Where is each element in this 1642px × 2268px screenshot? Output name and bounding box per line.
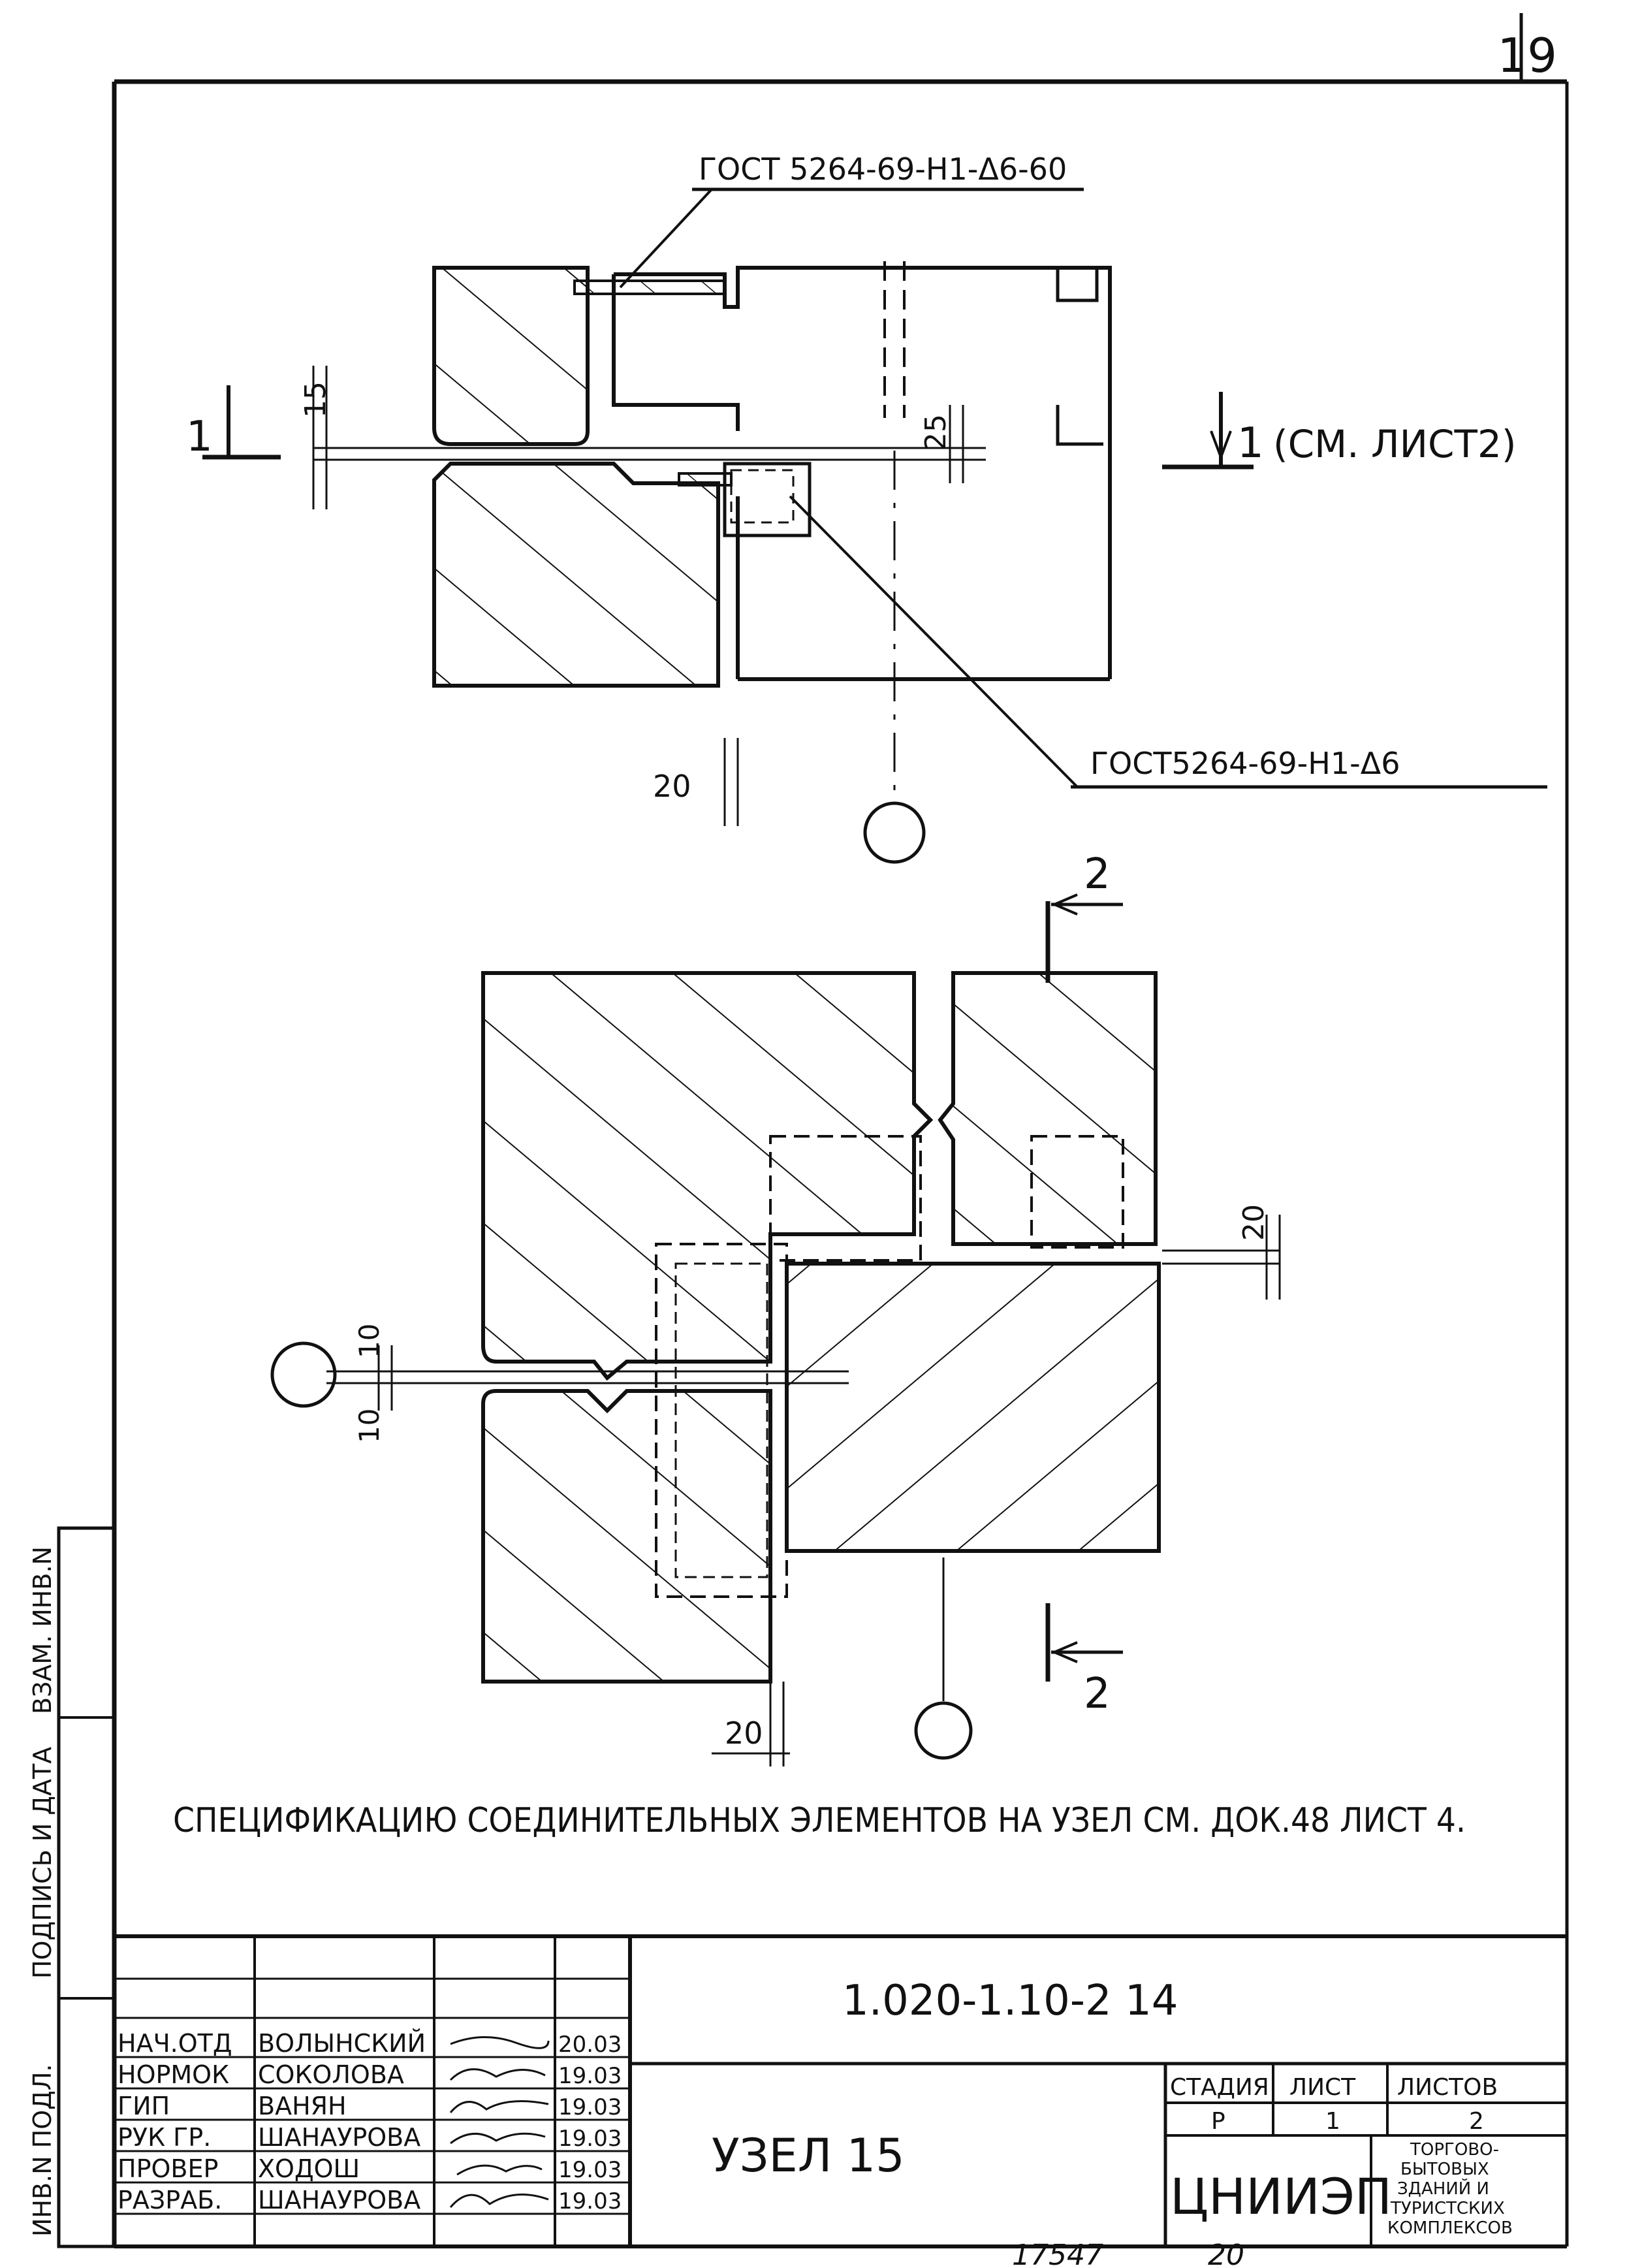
stage-header: СТАДИЯ xyxy=(1170,2074,1269,2101)
section-mark-1-right xyxy=(1162,392,1254,470)
side-stamp-inv: ИНВ.N ПОДЛ. xyxy=(28,2064,57,2237)
footer-format: 20 xyxy=(1208,2239,1244,2268)
dim-section-left-upper-label: 10 xyxy=(353,1324,385,1358)
row-role: РУК ГР. xyxy=(118,2123,211,2152)
dim-plan-slot xyxy=(949,405,964,483)
row-role: НОРМОК xyxy=(118,2060,229,2089)
title-block xyxy=(114,1934,1567,2246)
row-role: РАЗРАБ. xyxy=(118,2186,222,2214)
side-stamp-replace: ВЗАМ. ИНВ.N xyxy=(28,1546,57,1714)
dim-section-right-gap xyxy=(1265,1215,1281,1300)
row-role: ГИП xyxy=(118,2092,170,2120)
dim-section-bottom-label: 20 xyxy=(725,1716,763,1751)
dim-plan-gap xyxy=(312,366,328,509)
dim-section-bottom xyxy=(712,1682,790,1766)
section-mark-2-top-label: 2 xyxy=(1084,850,1111,899)
org-subtitle-3: ЗДАНИЙ И xyxy=(1397,2178,1489,2199)
org-subtitle-1: ТОРГОВО- xyxy=(1410,2140,1499,2160)
row-name: СОКОЛОВА xyxy=(258,2060,404,2089)
dim-section-left xyxy=(377,1345,393,1411)
row-name: ШАНАУРОВА xyxy=(258,2186,420,2214)
signature xyxy=(449,2068,546,2081)
sheet-header: ЛИСТ xyxy=(1289,2074,1356,2101)
row-role: НАЧ.ОТД xyxy=(118,2029,232,2058)
sheets-header: ЛИСТОВ xyxy=(1397,2074,1498,2101)
title-block-row: НОРМОК СОКОЛОВА 19.03 xyxy=(118,2060,622,2089)
dim-plan-offset xyxy=(723,738,739,826)
dim-section-right-gap-label: 20 xyxy=(1237,1204,1271,1241)
stage-value: Р xyxy=(1211,2108,1225,2135)
signature xyxy=(449,2100,549,2113)
org-name: ЦНИИЭП xyxy=(1170,2167,1392,2226)
drawing-title: УЗЕЛ 15 xyxy=(712,2129,905,2182)
plan-callout-top xyxy=(619,187,1084,289)
row-date: 19.03 xyxy=(558,2094,622,2120)
row-name: ШАНАУРОВА xyxy=(258,2123,420,2152)
dim-plan-slot-label: 25 xyxy=(919,414,953,451)
page-number: 19 xyxy=(1497,28,1557,83)
row-date: 19.03 xyxy=(558,2188,622,2214)
plan-callout-top-label: ГОСТ 5264-69-Н1-Δ6-60 xyxy=(699,152,1067,187)
section-mark-1-left-label: 1 xyxy=(186,413,213,461)
side-stamp xyxy=(57,1526,116,2248)
row-name: ХОДОШ xyxy=(258,2154,360,2183)
side-stamp-sign: ПОДПИСЬ И ДАТА xyxy=(28,1747,57,1979)
title-block-row: ГИП ВАНЯН 19.03 xyxy=(118,2092,622,2120)
signature xyxy=(449,2193,549,2208)
spec-note: СПЕЦИФИКАЦИЮ СОЕДИНИТЕЛЬНЫХ ЭЛЕМЕНТОВ НА… xyxy=(173,1801,1466,1840)
section-mark-1-left xyxy=(202,385,281,460)
sheet-value: 1 xyxy=(1325,2108,1340,2135)
section-view xyxy=(270,971,1280,1760)
title-block-row: РУК ГР. ШАНАУРОВА 19.03 xyxy=(118,2123,622,2152)
section-ref: (СМ. ЛИСТ2) xyxy=(1273,422,1517,466)
sheets-value: 2 xyxy=(1469,2108,1484,2135)
footer-number: 17547 xyxy=(1012,2239,1103,2268)
row-role: ПРОВЕР xyxy=(118,2154,218,2183)
org-subtitle-2: БЫТОВЫХ xyxy=(1400,2160,1489,2179)
plan-view xyxy=(313,261,1112,864)
plan-callout-bottom xyxy=(789,495,1547,789)
dim-section-left-lower-label: 10 xyxy=(353,1409,385,1443)
row-name: ВОЛЫНСКИЙ xyxy=(258,2029,426,2058)
section-mark-1-right-label: 1 xyxy=(1237,419,1264,468)
plan-callout-bottom-label: ГОСТ5264-69-Н1-Δ6 xyxy=(1090,746,1400,781)
dim-plan-offset-label: 20 xyxy=(653,769,691,804)
row-date: 19.03 xyxy=(558,2063,622,2089)
signature xyxy=(456,2164,543,2176)
org-subtitle-5: КОМПЛЕКСОВ xyxy=(1387,2218,1513,2238)
row-date: 20.03 xyxy=(558,2032,622,2058)
row-date: 19.03 xyxy=(558,2126,622,2152)
title-block-row: РАЗРАБ. ШАНАУРОВА 19.03 xyxy=(118,2186,622,2214)
section-mark-2-bottom xyxy=(1045,1603,1123,1682)
title-block-row: НАЧ.ОТД ВОЛЫНСКИЙ 20.03 xyxy=(118,2029,622,2058)
title-block-row: ПРОВЕР ХОДОШ 19.03 xyxy=(118,2154,622,2183)
row-name: ВАНЯН xyxy=(258,2092,347,2120)
doc-code: 1.020-1.10-2 14 xyxy=(842,1977,1178,2025)
org-subtitle-4: ТУРИСТСКИХ xyxy=(1390,2199,1505,2218)
dim-plan-gap-label: 15 xyxy=(299,381,332,418)
signature xyxy=(450,2132,546,2145)
section-mark-2-bottom-label: 2 xyxy=(1084,1670,1111,1718)
title-block-rows xyxy=(114,2056,630,2215)
row-date: 19.03 xyxy=(558,2157,622,2183)
section-mark-2-top xyxy=(1045,893,1123,983)
signature xyxy=(450,2036,550,2049)
